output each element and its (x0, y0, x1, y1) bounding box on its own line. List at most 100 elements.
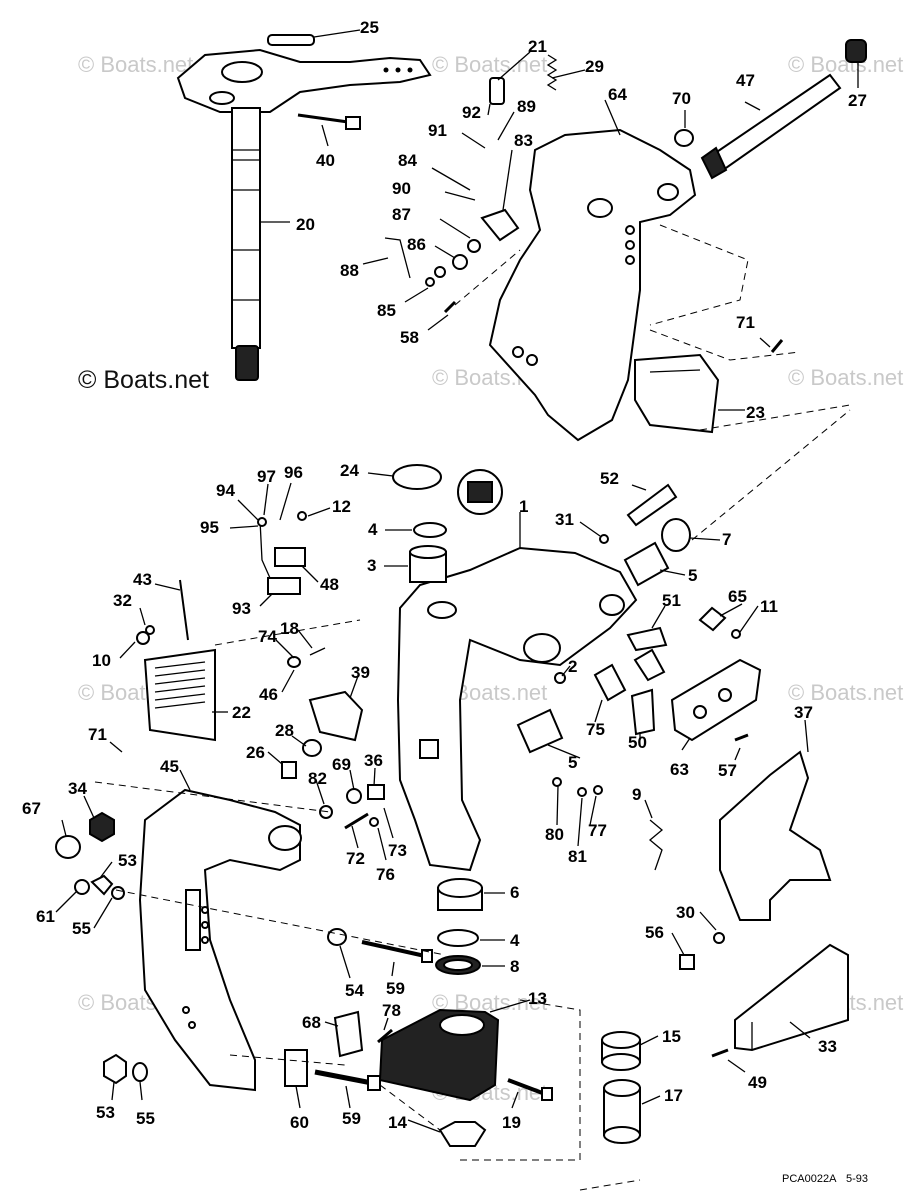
callout-4: 4 (368, 520, 378, 539)
lower-bushings (435, 878, 483, 975)
watermark: © Boats.net (788, 680, 903, 705)
bolt-40 (297, 113, 361, 130)
seal-icon (457, 469, 503, 515)
washer-24 (392, 464, 442, 490)
trim-tab-37 (719, 750, 832, 921)
callout-48: 48 (320, 575, 339, 594)
callout-47: 47 (736, 71, 755, 90)
callout-96: 96 (284, 463, 303, 482)
callout-8: 8 (510, 957, 519, 976)
callout-59b: 59 (342, 1109, 361, 1128)
callout-90: 90 (392, 179, 411, 198)
callout-71b: 71 (88, 725, 107, 744)
callout-58: 58 (400, 328, 419, 347)
callout-3: 3 (367, 556, 376, 575)
callout-46: 46 (259, 685, 278, 704)
callout-74: 74 (258, 627, 277, 646)
callout-61: 61 (36, 907, 55, 926)
callout-53: 53 (118, 851, 137, 870)
callout-36: 36 (364, 751, 383, 770)
callout-21: 21 (528, 37, 547, 56)
guide-lines (94, 224, 851, 1191)
bushing-4-3 (409, 522, 447, 583)
callout-18: 18 (280, 619, 299, 638)
callout-68: 68 (302, 1013, 321, 1032)
callout-83: 83 (514, 131, 533, 150)
callout-87: 87 (392, 205, 411, 224)
small-hardware (136, 579, 749, 871)
callout-30: 30 (676, 903, 695, 922)
callout-85: 85 (377, 301, 396, 320)
swivel-shaft (231, 107, 261, 381)
callout-59: 59 (386, 979, 405, 998)
callout-88: 88 (340, 261, 359, 280)
callout-81: 81 (568, 847, 587, 866)
callout-20: 20 (296, 215, 315, 234)
leader-lines (55, 29, 859, 1133)
bracket-63 (670, 658, 762, 742)
callout-5: 5 (688, 566, 697, 585)
callout-64: 64 (608, 85, 627, 104)
callout-75: 75 (586, 720, 605, 739)
callout-40: 40 (316, 151, 335, 170)
clip-31 (599, 534, 609, 544)
watermark: © Boats.net (788, 365, 903, 390)
callout-12: 12 (332, 497, 351, 516)
watermark: © Boats.net (78, 52, 193, 77)
callout-78: 78 (382, 1001, 401, 1020)
callout-19: 19 (502, 1113, 521, 1132)
spring-29 (546, 54, 558, 91)
stern-bracket-64 (488, 128, 697, 442)
footer-date: 5-93 (846, 1173, 868, 1185)
callout-10: 10 (92, 651, 111, 670)
callout-4b: 4 (510, 931, 520, 950)
callout-6: 6 (510, 883, 519, 902)
callout-76: 76 (376, 865, 395, 884)
callout-17: 17 (664, 1086, 683, 1105)
callout-27: 27 (848, 91, 867, 110)
callout-94: 94 (216, 481, 235, 500)
nut-27 (845, 39, 867, 63)
bushings-15-17 (601, 1031, 641, 1144)
callout-77: 77 (588, 821, 607, 840)
footer-code: PCA0022A (782, 1173, 837, 1185)
callout-73: 73 (388, 841, 407, 860)
callout-53b: 53 (96, 1103, 115, 1122)
tilt-lock-parts (384, 77, 784, 353)
callout-84: 84 (398, 151, 417, 170)
grease-fitting-25 (267, 34, 315, 46)
callout-55: 55 (72, 919, 91, 938)
callout-22: 22 (232, 703, 251, 722)
callout-9: 9 (632, 785, 641, 804)
steering-arm (176, 48, 432, 113)
callout-93: 93 (232, 599, 251, 618)
callout-72: 72 (346, 849, 365, 868)
callout-26: 26 (246, 743, 265, 762)
nuts-left (55, 811, 347, 1085)
callout-52: 52 (600, 469, 619, 488)
callout-71: 71 (736, 313, 755, 332)
callout-55b: 55 (136, 1109, 155, 1128)
callout-57: 57 (718, 761, 737, 780)
callout-14: 14 (388, 1113, 407, 1132)
callout-45: 45 (160, 757, 179, 776)
callout-89: 89 (517, 97, 536, 116)
block-33 (734, 943, 849, 1052)
callout-92: 92 (462, 103, 481, 122)
callout-80: 80 (545, 825, 564, 844)
callout-97: 97 (257, 467, 276, 486)
bolt-59-upper (361, 940, 433, 963)
watermark-main: © Boats.net (78, 366, 209, 394)
callout-32: 32 (113, 591, 132, 610)
callout-24: 24 (340, 461, 359, 480)
callout-56: 56 (645, 923, 664, 942)
callout-33: 33 (818, 1037, 837, 1056)
callout-34: 34 (68, 779, 87, 798)
callout-63: 63 (670, 760, 689, 779)
steering-block-13 (378, 1008, 500, 1102)
nut-70 (674, 129, 694, 147)
callout-23: 23 (746, 403, 765, 422)
callout-95: 95 (200, 518, 219, 537)
callout-49: 49 (748, 1073, 767, 1092)
